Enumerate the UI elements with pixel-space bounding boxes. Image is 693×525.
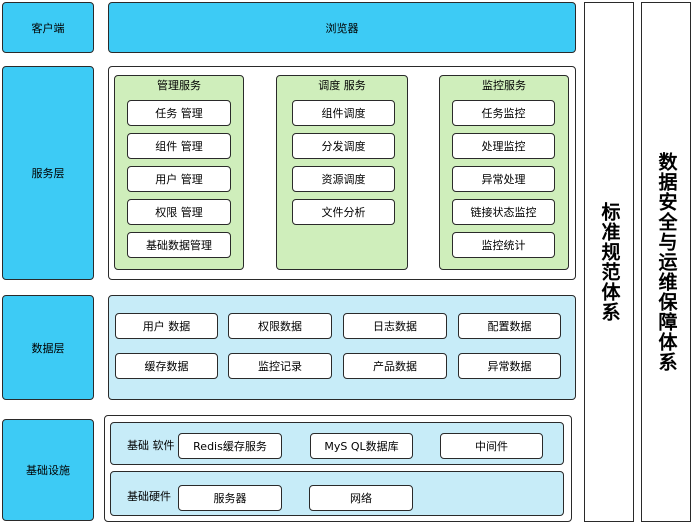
data-item: 权限数据 — [228, 313, 332, 339]
service-group-title: 监控服务 — [482, 79, 526, 92]
data-item: 产品数据 — [343, 353, 447, 379]
service-item: 权限 管理 — [127, 199, 231, 225]
data-item: 用户 数据 — [115, 313, 218, 339]
service-item: 基础数据管理 — [127, 232, 231, 258]
data-layer-panel: 用户 数据 权限数据 日志数据 配置数据 缓存数据 监控记录 产品数据 异常数据 — [108, 295, 576, 400]
layer-label-infra: 基础设施 — [2, 419, 94, 521]
infra-software-item: 中间件 — [440, 433, 543, 459]
service-group-management: 管理服务 任务 管理 组件 管理 用户 管理 权限 管理 基础数据管理 — [114, 75, 244, 270]
service-item: 处理监控 — [452, 133, 555, 159]
service-item: 任务 管理 — [127, 100, 231, 126]
standards-system-label: 标准规范体系 — [598, 202, 621, 322]
infra-software-item: MyS QL数据库 — [310, 433, 413, 459]
service-item: 异常处理 — [452, 166, 555, 192]
service-group-title: 管理服务 — [157, 79, 201, 92]
infra-software-label: 基础 软件 — [127, 439, 175, 452]
security-ops-system-panel: 数据安全与运维保障体系 — [641, 2, 691, 522]
service-item: 组件调度 — [292, 100, 395, 126]
infra-hardware-label: 基础硬件 — [127, 490, 171, 503]
security-ops-system-label: 数据安全与运维保障体系 — [655, 152, 678, 372]
service-item: 链接状态监控 — [452, 199, 555, 225]
service-item: 资源调度 — [292, 166, 395, 192]
layer-label-service-text: 服务层 — [31, 167, 65, 180]
service-group-monitoring: 监控服务 任务监控 处理监控 异常处理 链接状态监控 监控统计 — [439, 75, 569, 270]
layer-label-infra-text: 基础设施 — [26, 464, 70, 477]
data-item: 日志数据 — [343, 313, 447, 339]
infra-software-item: Redis缓存服务 — [178, 433, 282, 459]
infra-hardware-row: 基础硬件 服务器 网络 — [110, 471, 564, 516]
browser-bar: 浏览器 — [108, 2, 576, 53]
service-item: 文件分析 — [292, 199, 395, 225]
data-item: 异常数据 — [458, 353, 561, 379]
service-item: 用户 管理 — [127, 166, 231, 192]
service-item: 分发调度 — [292, 133, 395, 159]
infra-hardware-item: 网络 — [309, 485, 413, 511]
layer-label-data-text: 数据层 — [31, 341, 65, 355]
service-group-title: 调度 服务 — [318, 79, 366, 92]
data-item: 监控记录 — [228, 353, 332, 379]
layer-label-client: 客户端 — [2, 2, 94, 53]
layer-label-service: 服务层 — [2, 66, 94, 280]
browser-label: 浏览器 — [325, 21, 359, 35]
data-item: 缓存数据 — [115, 353, 218, 379]
service-item: 组件 管理 — [127, 133, 231, 159]
service-item: 监控统计 — [452, 232, 555, 258]
service-group-scheduling: 调度 服务 组件调度 分发调度 资源调度 文件分析 — [276, 75, 408, 270]
infra-software-row: 基础 软件 Redis缓存服务 MyS QL数据库 中间件 — [110, 422, 564, 465]
data-item: 配置数据 — [458, 313, 561, 339]
service-item: 任务监控 — [452, 100, 555, 126]
standards-system-panel: 标准规范体系 — [584, 2, 634, 522]
layer-label-data: 数据层 — [2, 295, 94, 400]
layer-label-client-text: 客户端 — [31, 21, 65, 35]
infra-hardware-item: 服务器 — [178, 485, 282, 511]
